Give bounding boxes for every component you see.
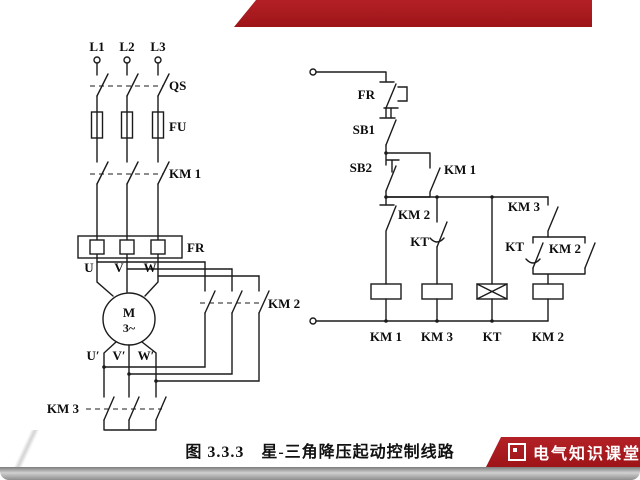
- phase-label-l1: L1: [89, 39, 104, 54]
- terminal-label-u: U: [84, 260, 94, 275]
- phase-label-l3: L3: [150, 39, 166, 54]
- brand-logo-icon: [508, 443, 526, 461]
- aux-label-km2: KM 2: [549, 241, 581, 256]
- terminal-label-w-prime: W′: [138, 348, 155, 363]
- stop-button-label-sb1: SB1: [353, 122, 375, 137]
- figure-caption: 图 3.3.3 星-三角降压起动控制线路: [185, 444, 455, 461]
- contactor-label-km1: KM 1: [169, 166, 201, 181]
- interlock-label-km2: KM 2: [398, 207, 430, 222]
- coil-label-km3: KM 3: [421, 329, 454, 344]
- main-circuit-labels: L1 L2 L3 QS FU KM 1 FR U V W M 3~ U′ V′ …: [47, 39, 300, 416]
- thermal-contact-label-fr: FR: [358, 87, 376, 102]
- thermal-relay-label-fr: FR: [187, 240, 205, 255]
- top-red-banner: [234, 0, 592, 27]
- main-circuit-wiring: [77, 56, 270, 431]
- coil-label-kt: KT: [483, 329, 502, 344]
- seal-in-label-km1: KM 1: [444, 162, 476, 177]
- timer-contact-label-kt-right: KT: [505, 239, 524, 254]
- motor-phase-label: 3~: [123, 321, 136, 335]
- fuse-label-fu: FU: [169, 119, 187, 134]
- terminal-label-v-prime: V′: [112, 348, 125, 363]
- brand-name: 电气知识课堂: [533, 446, 640, 463]
- contactor-label-km3: KM 3: [47, 401, 80, 416]
- terminal-label-v: V: [114, 260, 124, 275]
- aux-label-km3: KM 3: [508, 199, 541, 214]
- coil-label-km1: KM 1: [370, 329, 402, 344]
- timer-contact-label-kt-left: KT: [410, 234, 429, 249]
- motor-label: M: [123, 305, 135, 320]
- switch-label-qs: QS: [169, 78, 186, 93]
- control-circuit-wiring: [309, 68, 596, 325]
- terminal-label-u-prime: U′: [86, 348, 99, 363]
- control-circuit-labels: FR SB1 SB2 KM 1 KM 2 KT KM 3 KT KM 2 KM …: [350, 87, 581, 344]
- coil-label-km2: KM 2: [532, 329, 564, 344]
- start-button-label-sb2: SB2: [350, 160, 372, 175]
- terminal-label-w: W: [144, 260, 157, 275]
- contactor-label-km2: KM 2: [268, 296, 300, 311]
- phase-label-l2: L2: [119, 39, 134, 54]
- bottom-gray-bar: [0, 467, 640, 480]
- brand-ribbon: 电气知识课堂: [486, 437, 640, 467]
